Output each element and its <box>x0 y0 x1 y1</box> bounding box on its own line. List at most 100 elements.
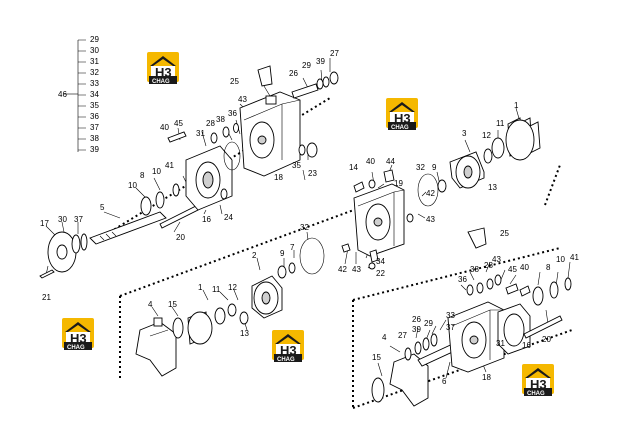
callout: 27 <box>398 331 407 340</box>
callout: 12 <box>228 283 237 292</box>
callout: 20 <box>542 335 551 344</box>
bracket-list: 46 29 30 31 32 33 34 35 36 37 38 39 <box>58 35 99 154</box>
callout: 41 <box>165 161 174 170</box>
bracket-item: 33 <box>90 79 99 88</box>
callout: 26 <box>289 69 298 78</box>
callout: 21 <box>42 293 51 302</box>
logo-mid-center: H3 CHAG <box>272 330 304 363</box>
callout: 39 <box>316 57 325 66</box>
bracket-item: 35 <box>90 101 99 110</box>
logo-bottom-right: H3 CHAG <box>522 364 554 397</box>
callout: 1 <box>198 283 203 292</box>
callout: 41 <box>570 253 579 262</box>
bracket-item: 37 <box>90 123 99 132</box>
leader-lines <box>45 39 571 379</box>
callout: 16 <box>522 341 531 350</box>
callout: 12 <box>482 131 491 140</box>
bracket-item: 30 <box>90 46 99 55</box>
logo-mid-left: H3 CHAG <box>62 318 94 351</box>
upper-left-assembly <box>39 65 339 279</box>
bracket-item: 32 <box>90 68 99 77</box>
svg-text:CHAG: CHAG <box>527 391 545 397</box>
svg-text:H3: H3 <box>155 65 172 80</box>
callout: 4 <box>148 300 153 309</box>
callout: 39 <box>412 325 421 334</box>
callout: 32 <box>300 223 309 232</box>
svg-text:H3: H3 <box>280 343 297 358</box>
callout: 20 <box>176 233 185 242</box>
upper-right-assembly <box>341 117 541 270</box>
callout: 42 <box>338 265 347 274</box>
lower-right-assembly <box>371 274 572 407</box>
bracket-item: 36 <box>90 112 99 121</box>
callout: 14 <box>349 163 358 172</box>
callout: 25 <box>230 77 239 86</box>
callout: 27 <box>330 49 339 58</box>
callout: 10 <box>556 255 565 264</box>
callout: 4 <box>382 333 387 342</box>
callout: 9 <box>432 163 437 172</box>
callout: 45 <box>508 265 517 274</box>
callout: 36 <box>228 109 237 118</box>
callout: 2 <box>252 251 257 260</box>
callout: 45 <box>174 119 183 128</box>
svg-text:CHAG: CHAG <box>277 357 295 363</box>
callout: 32 <box>416 163 425 172</box>
callout: 16 <box>202 215 211 224</box>
bracket-label: 46 <box>58 90 67 99</box>
callout: 36 <box>458 275 467 284</box>
callout: 11 <box>212 285 221 294</box>
callout: 37 <box>446 323 455 332</box>
callout: 38 <box>470 265 479 274</box>
callout: 37 <box>74 215 83 224</box>
callout: 7 <box>290 243 295 252</box>
callout: 40 <box>366 157 375 166</box>
callout: 1 <box>514 101 519 110</box>
logo-top-left: H3 CHAG <box>147 52 179 85</box>
svg-text:H3: H3 <box>70 331 87 346</box>
callout: 10 <box>152 167 161 176</box>
svg-text:H3: H3 <box>394 111 411 126</box>
bracket-item: 31 <box>90 57 99 66</box>
callout: 31 <box>196 129 205 138</box>
callout: 18 <box>482 373 491 382</box>
callout: 15 <box>168 300 177 309</box>
callout: 31 <box>496 339 505 348</box>
callout: 23 <box>308 169 317 178</box>
callout: 8 <box>140 171 145 180</box>
callout: 9 <box>280 249 285 258</box>
callout: 43 <box>238 95 247 104</box>
callout: 35 <box>292 161 301 170</box>
callout: 40 <box>160 123 169 132</box>
callout: 29 <box>424 319 433 328</box>
logo-top-right: H3 CHAG <box>386 98 418 131</box>
callout: 11 <box>496 119 505 128</box>
callouts: 27 39 29 26 25 43 40 45 31 28 38 36 41 1… <box>40 49 579 386</box>
callout: 24 <box>224 213 233 222</box>
bracket-item: 34 <box>90 90 99 99</box>
callout: 29 <box>302 61 311 70</box>
callout: 28 <box>484 261 493 270</box>
callout: 22 <box>376 269 385 278</box>
callout: 6 <box>442 377 447 386</box>
callout: 40 <box>520 263 529 272</box>
callout: 43 <box>492 255 501 264</box>
callout: 13 <box>488 183 497 192</box>
callout: 26 <box>412 315 421 324</box>
bracket-item: 29 <box>90 35 99 44</box>
callout: 18 <box>274 173 283 182</box>
callout: 8 <box>546 263 551 272</box>
callout: 42 <box>426 189 435 198</box>
callout: 38 <box>216 115 225 124</box>
svg-text:H3: H3 <box>530 377 547 392</box>
callout: 30 <box>58 215 67 224</box>
svg-text:CHAG: CHAG <box>152 79 170 85</box>
callout: 43 <box>426 215 435 224</box>
callout: 13 <box>240 329 249 338</box>
lower-left-assembly <box>135 237 325 377</box>
bracket-item: 39 <box>90 145 99 154</box>
callout: 28 <box>206 119 215 128</box>
bracket-item: 38 <box>90 134 99 143</box>
callout: 3 <box>462 129 467 138</box>
